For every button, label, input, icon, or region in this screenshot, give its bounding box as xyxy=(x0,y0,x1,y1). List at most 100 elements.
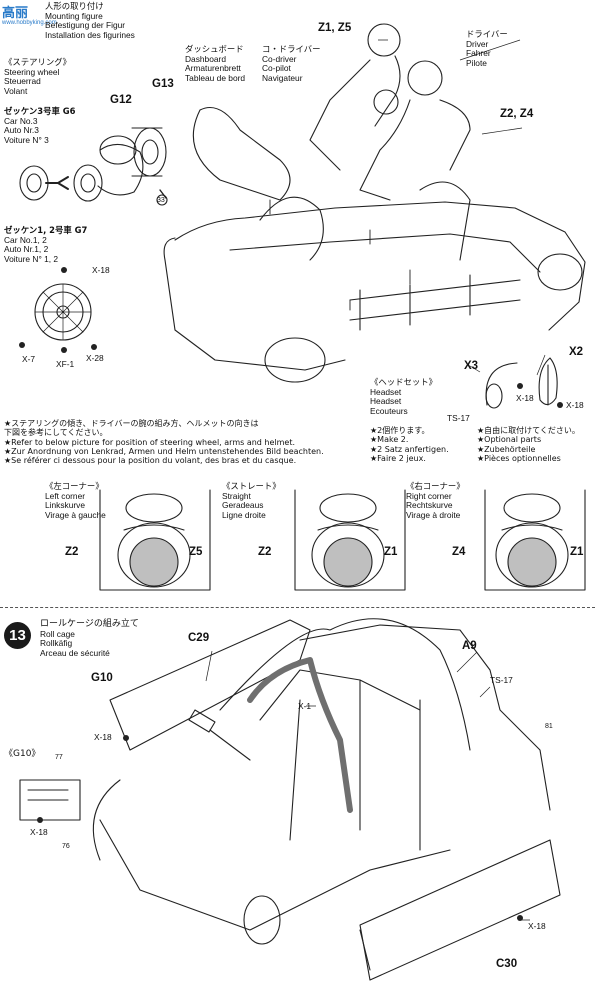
headset-jp: 《ヘッドセット》 xyxy=(370,377,437,387)
car12-fr: Voiture N° 1, 2 xyxy=(4,253,59,264)
headset-fr: Ecouteurs xyxy=(370,405,408,416)
car3-caption: ゼッケン3号車 G6 Car No.3 Auto Nr.3 Voiture N°… xyxy=(4,106,76,145)
part-77-label: 77 xyxy=(55,754,63,761)
optional-fr: ★Pièces optionnelles xyxy=(477,453,561,463)
codriver-de: Co-pilot xyxy=(262,63,291,74)
driver-de: Fahrer xyxy=(466,48,491,59)
car3-de: Auto Nr.3 xyxy=(4,125,39,136)
dashboard-fr: Tableau de bord xyxy=(185,72,246,83)
cockpit-view-right xyxy=(484,489,586,591)
roll-cage-jp: ロールケージの組み立て xyxy=(40,619,139,629)
roll-cage-de: Rollkäfig xyxy=(40,638,73,649)
left-corner-label-l: Z2 xyxy=(65,546,79,558)
part-c29-label: C29 xyxy=(188,632,210,644)
figure-install-en: Mounting figure xyxy=(45,10,103,21)
part-x18-inset-label: X-18 xyxy=(30,827,48,837)
figure-install-de: Befestigung der Figur xyxy=(45,20,126,31)
part-c30-label: C30 xyxy=(496,958,518,970)
steering-note-line-1: ★ステアリングの傾き、ドライバーの腕の組み方、ヘルメットの向きは xyxy=(4,419,259,428)
steering-note-line-2: 下図を参考にしてください。 xyxy=(4,428,108,438)
left-corner-en: Left corner xyxy=(45,490,86,501)
figure-install-fr: Installation des figurines xyxy=(45,29,135,40)
part-x18-headset2-label: X-18 xyxy=(566,400,584,410)
straight-label-l: Z2 xyxy=(258,546,272,558)
steering-note-line-5: ★Se référer ci dessous pour la position … xyxy=(4,456,297,466)
part-g12-label: G12 xyxy=(110,94,132,106)
make2-fr: ★Faire 2 jeux. xyxy=(370,453,426,463)
part-x18-headset-label: X-18 xyxy=(516,393,534,403)
part-81-label: 81 xyxy=(545,723,553,730)
roll-cage-caption: ロールケージの組み立て Roll cage Rollkäfig Arceau d… xyxy=(40,619,139,658)
part-ts17-top-label: TS-17 xyxy=(447,413,470,423)
codriver-en: Co-driver xyxy=(262,53,297,64)
car3-jp: ゼッケン3号車 G6 xyxy=(4,106,76,116)
right-corner-fr: Virage à droite xyxy=(406,509,461,520)
dashboard-jp: ダッシュボード xyxy=(185,44,244,54)
watermark-logo: 高丽 xyxy=(2,5,29,20)
straight-caption: 《ストレート》 Straight Geradeaus Ligne droite xyxy=(222,481,281,520)
driver-fr: Pilote xyxy=(466,57,487,68)
straight-de: Geradeaus xyxy=(222,500,264,511)
left-corner-caption: 《左コーナー》 Left corner Linkskurve Virage à … xyxy=(45,481,106,520)
codriver-jp: コ・ドライバー xyxy=(262,44,321,54)
figure-install-caption: 人形の取り付け Mounting figure Befestigung der … xyxy=(45,1,135,40)
steering-wheel-parts-drawing xyxy=(19,127,168,206)
cockpit-view-straight xyxy=(294,489,406,591)
right-corner-caption: 《右コーナー》 Right corner Rechtskurve Virage … xyxy=(406,481,465,520)
car12-jp: ゼッケン1, 2号車 G7 xyxy=(4,225,88,235)
right-corner-jp: 《右コーナー》 xyxy=(406,481,465,491)
car3-en: Car No.3 xyxy=(4,115,38,126)
steering-wheel-en: Steering wheel xyxy=(4,66,60,77)
part-x1-label: X-1 xyxy=(298,701,312,711)
step-13-number: 13 xyxy=(4,622,31,649)
optional-note: ★自由に取付けてください。 ★Optional parts ★Zubehörte… xyxy=(477,426,580,463)
watermark-site: www.hobbyking.com xyxy=(2,20,57,26)
steering-wheel-jp: 《ステアリング》 xyxy=(4,57,71,67)
headset-caption: 《ヘッドセット》 Headset Headset Ecouteurs xyxy=(370,377,437,416)
left-corner-fr: Virage à gauche xyxy=(45,509,106,520)
roll-cage-en: Roll cage xyxy=(40,628,75,639)
headset-en: Headset xyxy=(370,386,402,397)
straight-jp: 《ストレート》 xyxy=(222,481,281,491)
part-x7-label: X-7 xyxy=(22,354,36,364)
steering-wheel-fr: Volant xyxy=(4,85,28,96)
steering-wheel-de: Steuerrad xyxy=(4,76,41,87)
roll-cage-fr: Arceau de sécurité xyxy=(40,647,110,658)
part-x3-label: X3 xyxy=(464,360,479,372)
straight-fr: Ligne droite xyxy=(222,509,266,520)
make2-de: ★2 Satz anfertigen. xyxy=(370,444,449,454)
part-x18-hub-label: X-18 xyxy=(92,265,110,275)
right-corner-de: Rechtskurve xyxy=(406,500,453,511)
part-x18-door-label: X-18 xyxy=(94,732,112,742)
cockpit-view-left xyxy=(99,489,211,591)
dashboard-de: Armaturenbrett xyxy=(185,63,241,74)
headset-de: Headset xyxy=(370,396,402,407)
part-x2-label: X2 xyxy=(569,346,584,358)
part-x18-panel-label: X-18 xyxy=(528,921,546,931)
part-xf1-label: XF-1 xyxy=(56,359,75,369)
steering-note-line-4: ★Zur Anordnung von Lenkrad, Armen und He… xyxy=(4,446,324,456)
part-g13-label: G13 xyxy=(152,78,174,90)
dashboard-caption: ダッシュボード Dashboard Armaturenbrett Tableau… xyxy=(185,44,246,83)
headset-drawing xyxy=(485,357,558,409)
driver-jp: ドライバー xyxy=(466,29,508,39)
right-corner-label-l: Z4 xyxy=(452,546,466,558)
make2-note: ★2個作ります。 ★Make 2. ★2 Satz anfertigen. ★F… xyxy=(370,426,449,463)
figure-install-jp: 人形の取り付け xyxy=(45,1,104,11)
wheel-hub-drawing xyxy=(34,283,92,341)
roll-cage-car-drawing xyxy=(19,618,561,981)
optional-de: ★Zubehörteile xyxy=(477,444,536,454)
left-corner-label-r: Z5 xyxy=(189,546,203,558)
driver-en: Driver xyxy=(466,38,489,49)
part-ts17-step13-label: TS-17 xyxy=(490,675,513,685)
part-z2z4-label: Z2, Z4 xyxy=(500,108,534,120)
left-corner-jp: 《左コーナー》 xyxy=(45,481,104,491)
car3-fr: Voiture N° 3 xyxy=(4,134,49,145)
driver-caption: ドライバー Driver Fahrer Pilote xyxy=(466,29,508,68)
part-33-label: 33 xyxy=(157,197,165,204)
steering-note-line-3: ★Refer to below picture for position of … xyxy=(4,437,296,447)
part-a9-label: A9 xyxy=(462,640,477,652)
steering-position-note: ★ステアリングの傾き、ドライバーの腕の組み方、ヘルメットの向きは 下図を参考にし… xyxy=(4,419,324,465)
part-x28-label: X-28 xyxy=(86,353,104,363)
